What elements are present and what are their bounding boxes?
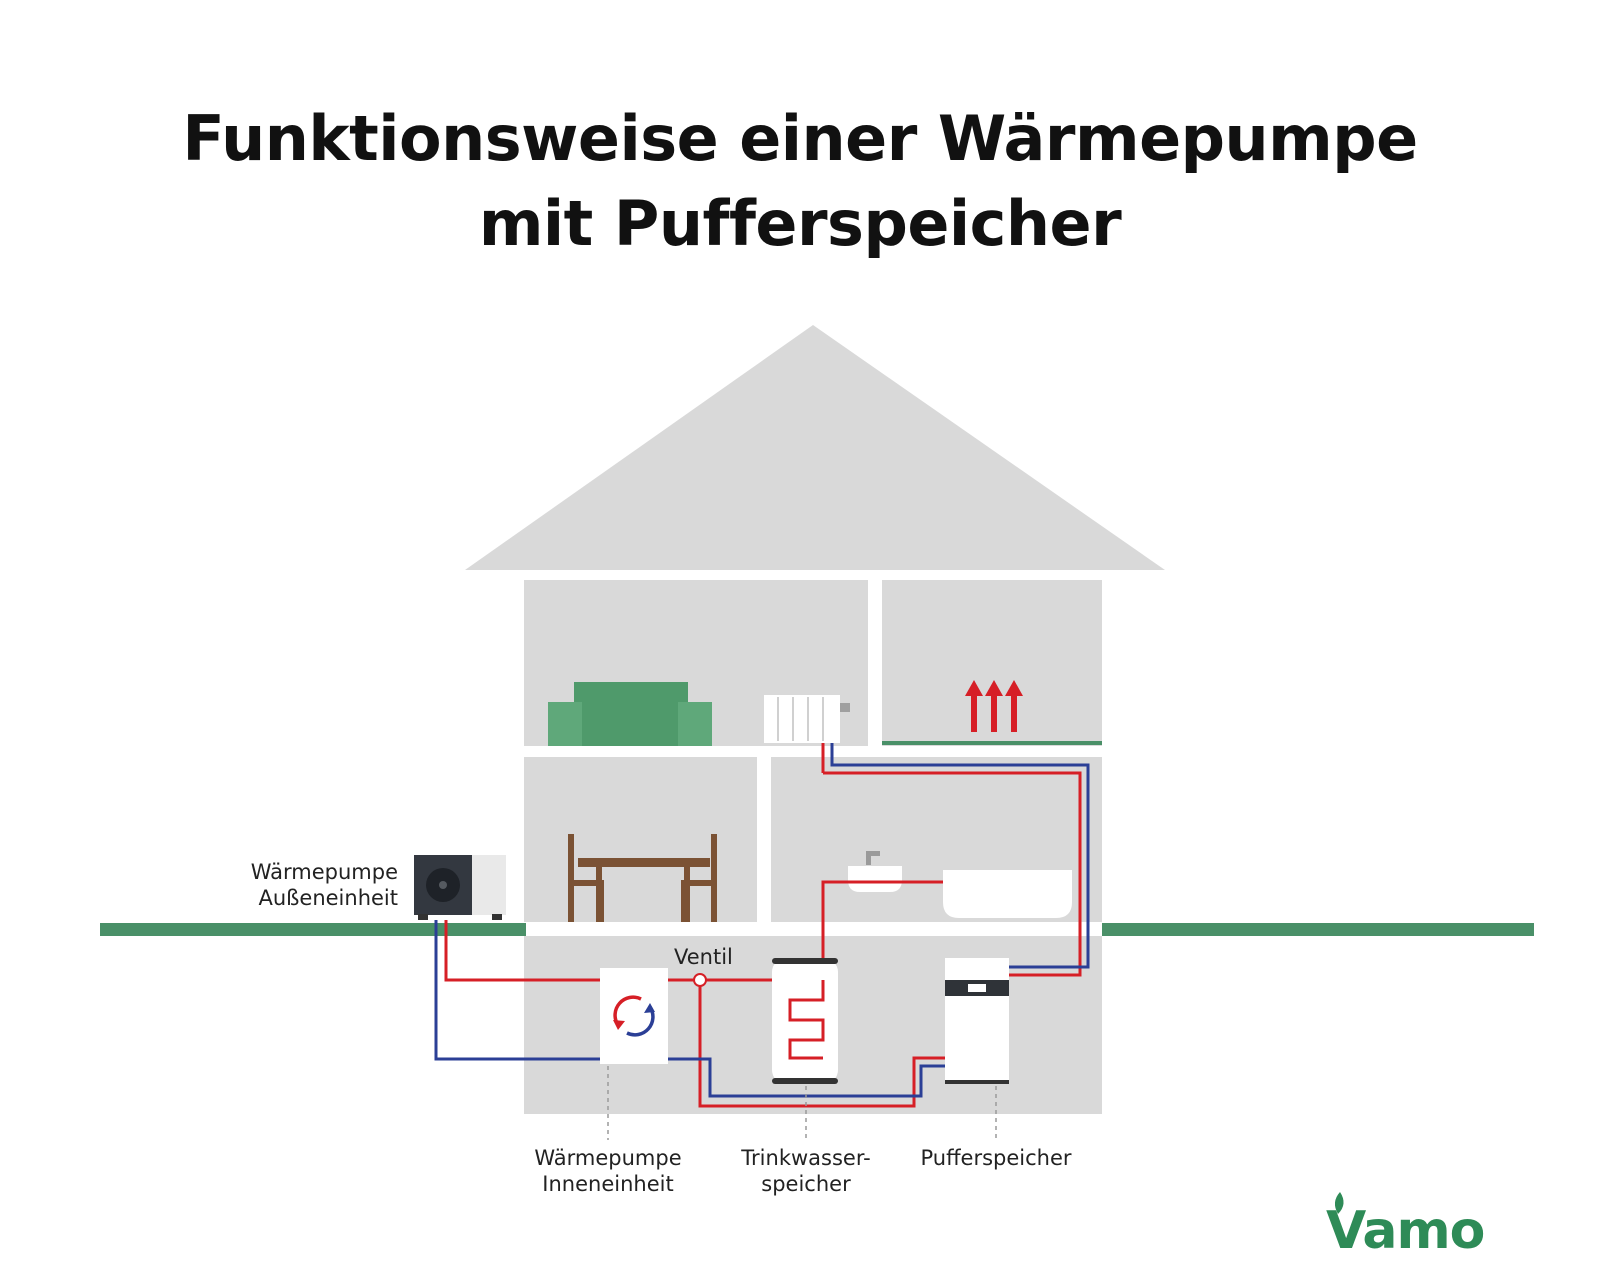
hot-water-pipes: [444, 743, 1082, 1108]
heat-arrows-icon: [965, 680, 1023, 732]
bathtub-icon: [943, 870, 1072, 918]
label-indoor-unit-line-1: Wärmepumpe: [534, 1146, 682, 1170]
brand-name: Vamo: [1326, 1201, 1484, 1261]
dhw-tank-icon: [772, 958, 838, 1084]
label-dhw-tank-line-2: speicher: [761, 1172, 851, 1196]
ground-line-left: [100, 923, 526, 936]
floor-heating-line: [882, 741, 1102, 745]
page-title-line-2: mit Pufferspeicher: [478, 187, 1122, 260]
label-indoor-unit-line-2: Inneneinheit: [542, 1172, 674, 1196]
label-valve: Ventil: [674, 945, 733, 969]
outdoor-unit-icon: [414, 855, 506, 920]
dining-room: [524, 757, 757, 922]
label-dhw-tank: Trinkwasser- speicher: [716, 1145, 896, 1197]
radiator-icon: [764, 695, 850, 743]
label-outdoor-unit-line-1: Wärmepumpe: [250, 860, 398, 884]
label-leader-lines: [607, 1066, 997, 1140]
indoor-unit-icon: [600, 968, 668, 1064]
roof: [465, 325, 1165, 570]
buffer-tank-icon: [945, 958, 1009, 1084]
dining-table-icon: [568, 834, 717, 922]
vamo-logo: Vamo: [1326, 1192, 1485, 1261]
page-title-line-1: Funktionsweise einer Wärmepumpe: [182, 102, 1418, 175]
label-outdoor-unit-line-2: Außeneinheit: [258, 886, 399, 910]
sink-icon: [848, 851, 902, 892]
label-outdoor-unit: Wärmepumpe Außeneinheit: [220, 859, 398, 911]
ground-line-right: [1102, 923, 1534, 936]
label-indoor-unit: Wärmepumpe Inneneinheit: [518, 1145, 698, 1197]
label-buffer-tank: Pufferspeicher: [920, 1146, 1072, 1170]
cold-water-pipes: [434, 743, 1090, 1098]
sofa-icon: [548, 682, 712, 746]
valve-icon: [693, 973, 707, 987]
label-dhw-tank-line-1: Trinkwasser-: [741, 1146, 871, 1170]
